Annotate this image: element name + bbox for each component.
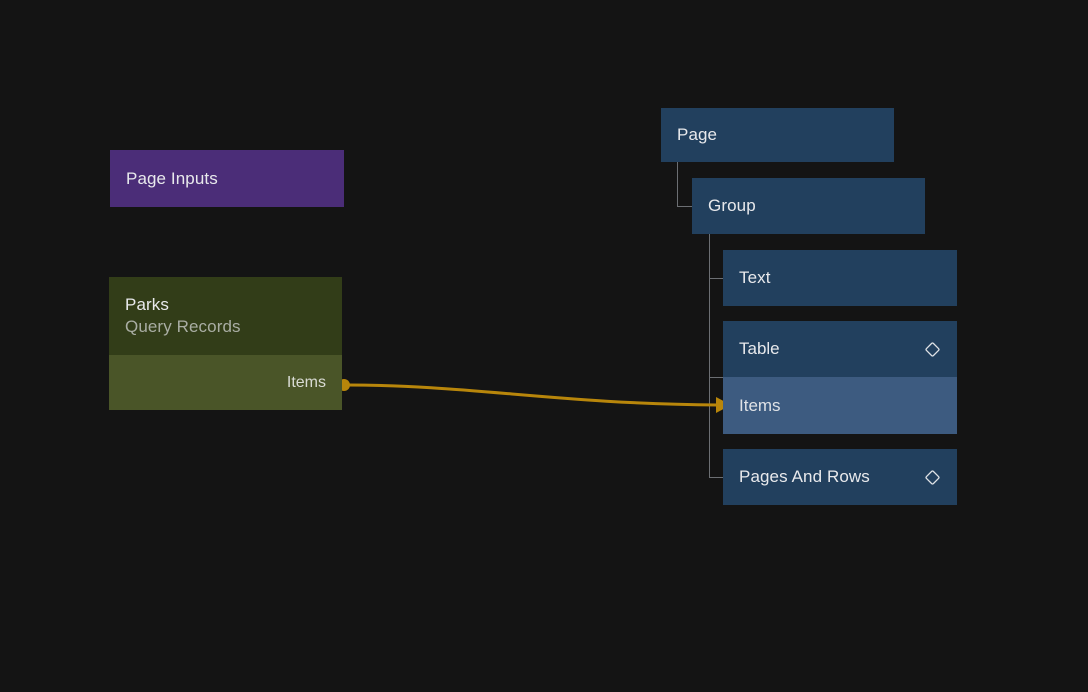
node-text[interactable]: Text [723,250,957,306]
node-page-title: Page [677,125,718,144]
node-pages-and-rows-inner: Pages And Rows [723,449,957,505]
node-parks-title: Parks [125,295,169,314]
node-page[interactable]: Page [661,108,894,162]
node-parks-output-port-row[interactable]: Items [109,355,342,410]
node-text-title: Text [739,268,771,287]
node-parks[interactable]: Parks Query Records Items [109,277,342,410]
node-group[interactable]: Group [692,178,925,234]
tree-connector-page-group-vertical [677,162,678,207]
node-pages-and-rows-title: Pages And Rows [739,467,870,486]
node-table-items-port-row[interactable]: Items [723,377,957,434]
node-table-header[interactable]: Table [723,321,957,377]
node-page-inputs-title: Page Inputs [126,168,218,188]
node-table-title: Table [739,339,780,358]
edge-parks-items-to-table-items [346,383,719,407]
tree-connector-group-text [709,278,723,279]
node-table[interactable]: Table Items [723,321,957,434]
node-parks-subtitle: Query Records [125,317,241,336]
tree-connector-page-group-horizontal [677,206,693,207]
node-table-items-port-label: Items [739,395,781,415]
diamond-icon [925,469,940,485]
node-group-title: Group [708,196,756,215]
tree-connector-group-trunk [709,234,710,477]
tree-connector-group-pages-and-rows [709,477,723,478]
node-parks-output-port-label: Items [286,373,326,391]
node-page-inputs[interactable]: Page Inputs [110,150,344,207]
diamond-icon [925,341,940,357]
node-parks-header[interactable]: Parks Query Records [109,277,342,355]
tree-connector-group-table [709,377,723,378]
node-pages-and-rows[interactable]: Pages And Rows [723,449,957,505]
